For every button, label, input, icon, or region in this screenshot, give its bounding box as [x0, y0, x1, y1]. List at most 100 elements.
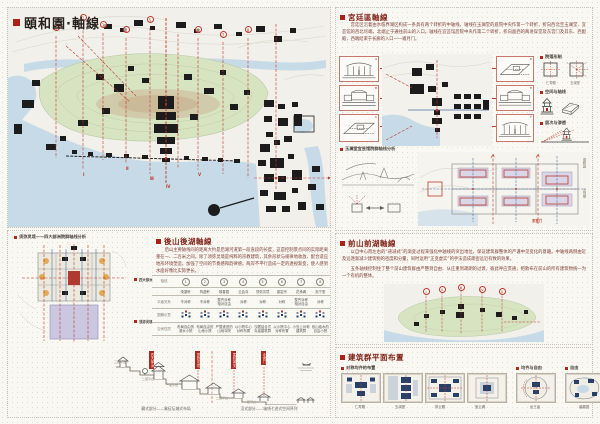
axis-number-circle: 5: [146, 16, 154, 23]
plan-type-thumb: [425, 373, 465, 403]
plan-layout-groups: 对称均齐的布置仁寿殿玉澜堂排云殿宝云阁均齐与自由龙王庙自由谐趣园: [341, 365, 600, 410]
svg-text:二层平台: 二层平台: [142, 376, 154, 381]
plan-diagram-icon: [219, 310, 230, 319]
axis-table-cell: [195, 309, 214, 322]
sumeru-caption: 须弥灵境——四大部洲院群轴线分析: [14, 234, 86, 240]
section-bullet-icon: [156, 239, 161, 244]
plan-diagram-icon: [315, 310, 326, 319]
axis-number-circle: 6: [194, 26, 202, 33]
minimap-axis-circle: Ⅱ: [438, 286, 446, 293]
axis-table-cell: 对称: [278, 299, 286, 304]
axis-number-badge: 1: [181, 277, 190, 286]
section-caption-han: 汉式部分——轴线七进式空间序列: [240, 406, 298, 411]
axis-lines: [55, 18, 328, 190]
section-tag: 北宫门: [261, 351, 267, 366]
axonometric-sketch-icon: [559, 100, 581, 115]
sumeru-plan: [17, 244, 127, 343]
axis-table-cell: 严整递进的 山地寺院: [215, 324, 233, 333]
axis-table-cell: 布局自由的 山地小院: [196, 324, 214, 333]
axis-table-cell: 云会寺: [238, 289, 249, 294]
axis-roman-label: Ⅳ: [166, 184, 171, 189]
axis-table-row-label: 图解示意: [157, 313, 171, 318]
plan-diagram-icon: [180, 310, 191, 319]
axis-table-cell: 整齐对称 相对自由: [294, 297, 308, 306]
axis-table-row: 平面关系不对称不对称整齐对称 相对自由对称对称对称整齐对称 相对自由对称: [152, 295, 330, 308]
axis-table-cell: 不对称: [180, 299, 191, 304]
minimap-axis-circle: Ⅰ: [422, 288, 430, 295]
courtyard-form-panel: 院落形制 仁寿殿 玉澜堂 空间与轴线 层次与渗透: [540, 54, 590, 146]
axis-number-badge: 2: [200, 277, 209, 286]
axis-table-cell: 须弥灵境: [255, 289, 270, 294]
axis-roman-label: Ⅲ: [150, 176, 154, 181]
plan-label-sidabuzhou: 四大部洲: [134, 277, 153, 282]
svg-text:一层平台: 一层平台: [244, 399, 256, 404]
axis-table-cell: 花承阁: [296, 289, 307, 294]
plan-layout-heading: 建筑群平面布置: [340, 352, 404, 363]
poster-title: 頤和園·軸線: [13, 13, 100, 32]
courtyard-form-diagram: [541, 60, 589, 79]
axis-table-cell: [234, 309, 253, 322]
axis-number-circle: 8: [244, 26, 252, 33]
axis-number-badge: 5: [258, 277, 267, 286]
plan-diagram-icon: [199, 310, 210, 319]
axis-number-circle: 7: [219, 31, 227, 38]
axis-table-cell: [215, 309, 234, 322]
plan-type-thumb: [516, 373, 556, 403]
palace-plan: [382, 54, 492, 146]
plan-type-thumb: [341, 373, 381, 403]
section-caption-tibetan: 藏式部分——象征坛城式布局: [141, 406, 191, 411]
title-bullet-icon: [13, 19, 20, 26]
axis-table-cell: 不对称: [199, 299, 210, 304]
plan-diagram-icon: [257, 310, 268, 319]
axis-table-cell: 整齐对称 相对自由: [217, 297, 231, 306]
axis-table-cell: 对称: [259, 299, 267, 304]
axis-table-cell: 汉藏结合式 寺庙建筑群: [254, 324, 272, 333]
plan-layout-group: 自由谐趣园: [565, 365, 600, 410]
axis-table-cell: 依山临水的 自由小院: [311, 324, 329, 333]
axis-roman-label: Ⅱ: [126, 166, 129, 171]
palace-axis-heading: 宮廷區軸線: [340, 12, 388, 23]
section-bullet-icon: [340, 15, 345, 20]
plan-layout-panel: 建筑群平面布置 对称均齐的布置仁寿殿玉澜堂排云殿宝云阁均齐与自由龙王庙自由谐趣园: [335, 347, 600, 418]
axis-table-cell: 7: [292, 276, 311, 287]
axis-table-cell: 4: [234, 276, 253, 287]
gate-elevation-thumb: A: [339, 56, 379, 82]
hall-elevation-thumb: B: [339, 85, 379, 111]
axis-number-badge: 4: [239, 277, 248, 286]
axis-table-cell: [311, 309, 330, 322]
svg-text:一层平台: 一层平台: [166, 382, 178, 387]
minimap-axis-circle: Ⅴ: [498, 288, 506, 295]
plan-diagram-icon: [296, 310, 307, 319]
plan-label-donggongmen: 东宫门: [532, 219, 543, 223]
axis-number-circle: 4: [122, 26, 130, 33]
axis-table-row-label: 平面关系: [157, 299, 171, 304]
axis-table-cell: [176, 309, 195, 322]
axis-table-row: 绮望轩构虚轩赅春园云会寺须弥灵境香岩宗花承阁澹宁堂: [152, 287, 330, 295]
axis-table-row-label: 轴线: [160, 279, 168, 284]
poster-title-text: 頤和園·軸線: [24, 17, 100, 32]
axis-number-circle: 3: [99, 21, 107, 28]
axis-table-row: 空间性质布局自由的 滨水小院布局自由的 山地小院严整递进的 山地寺院以小院中心 …: [152, 322, 330, 336]
axis-table-cell: 5: [253, 276, 272, 287]
axis-number-badge: 6: [277, 277, 286, 286]
courtyard-form-label: 院落形制: [540, 54, 590, 60]
plan-label-daxilou: 大戏楼: [582, 188, 586, 198]
axis-table-cell: 2: [195, 276, 214, 287]
front-axis-panel: 前山前湖軸線 以自中心而左右的“递减式”的渐变过程来强化中轴线的突出地位，保证建…: [335, 233, 593, 345]
plan-label-dehyuan: 德和园: [582, 158, 586, 168]
svg-text:二层平台: 二层平台: [216, 395, 228, 400]
pavilion-icon: [540, 97, 554, 115]
yulantang-plan: [418, 152, 590, 226]
section-bullet-icon: [340, 355, 345, 360]
front-axis-heading: 前山前湖軸線: [340, 238, 396, 249]
perspective-thumb: D: [496, 56, 534, 82]
front-axis-body-2: 五条轴线控制住了整个前山建筑群由严整到自由、从庄重到疏朗的过渡，彼此呼应贯通，把…: [342, 267, 586, 279]
axis-table-cell: 1: [176, 276, 195, 287]
axis-table-cell: 绮望轩: [180, 289, 191, 294]
plan-type-label: 谐趣园: [578, 405, 590, 409]
